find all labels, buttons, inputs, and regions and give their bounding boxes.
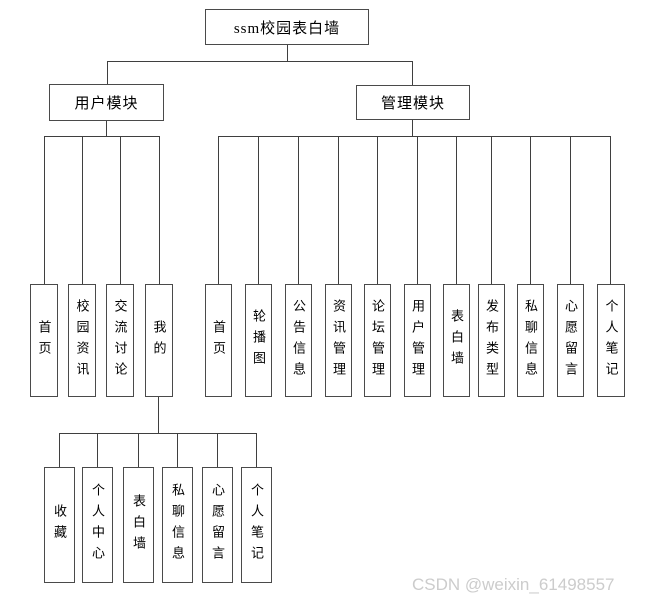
connector-line (530, 136, 531, 284)
connector-line (491, 136, 492, 284)
node-admin-confession-wall: 表白墙 (443, 284, 470, 397)
connector-line (107, 61, 413, 62)
connector-line (218, 136, 611, 137)
connector-line (256, 433, 257, 467)
connector-line (412, 61, 413, 85)
node-my-private-chat: 私聊信息 (162, 467, 193, 583)
connector-line (570, 136, 571, 284)
node-my-personal-notes: 个人笔记 (241, 467, 272, 583)
node-admin-news-mgmt: 资讯管理 (325, 284, 352, 397)
node-my-favorites: 收藏 (44, 467, 75, 583)
node-user-discussion: 交流讨论 (106, 284, 134, 397)
connector-line (158, 397, 159, 433)
node-admin-announcements: 公告信息 (285, 284, 312, 397)
connector-line (417, 136, 418, 284)
node-my-wish-messages: 心愿留言 (202, 467, 233, 583)
connector-line (44, 136, 160, 137)
connector-line (159, 136, 160, 284)
connector-line (97, 433, 98, 467)
connector-line (59, 433, 60, 467)
node-admin-carousel: 轮播图 (245, 284, 272, 397)
connector-line (120, 136, 121, 284)
connector-line (298, 136, 299, 284)
connector-line (177, 433, 178, 467)
connector-line (377, 136, 378, 284)
connector-line (107, 61, 108, 84)
connector-line (59, 433, 257, 434)
node-user-mine: 我的 (145, 284, 173, 397)
connector-line (82, 136, 83, 284)
node-user-home: 首页 (30, 284, 58, 397)
connector-line (258, 136, 259, 284)
node-my-confession-wall: 表白墙 (123, 467, 154, 583)
connector-line (412, 120, 413, 136)
node-my-profile: 个人中心 (82, 467, 113, 583)
node-user-campus-news: 校园资讯 (68, 284, 96, 397)
node-admin-home: 首页 (205, 284, 232, 397)
node-user-module: 用户模块 (49, 84, 164, 121)
node-admin-wish-messages: 心愿留言 (557, 284, 584, 397)
node-admin-forum-mgmt: 论坛管理 (364, 284, 391, 397)
node-root: ssm校园表白墙 (205, 9, 369, 45)
node-admin-personal-notes: 个人笔记 (597, 284, 625, 397)
connector-line (456, 136, 457, 284)
node-admin-publish-type: 发布类型 (478, 284, 505, 397)
connector-line (287, 45, 288, 61)
node-admin-module: 管理模块 (356, 85, 470, 120)
connector-line (138, 433, 139, 467)
node-admin-user-mgmt: 用户管理 (404, 284, 431, 397)
node-admin-private-chat: 私聊信息 (517, 284, 544, 397)
watermark-text: CSDN @weixin_61498557 (412, 575, 615, 594)
connector-line (106, 121, 107, 136)
connector-line (218, 136, 219, 284)
connector-line (338, 136, 339, 284)
connector-line (217, 433, 218, 467)
connector-line (610, 136, 611, 284)
connector-line (44, 136, 45, 284)
